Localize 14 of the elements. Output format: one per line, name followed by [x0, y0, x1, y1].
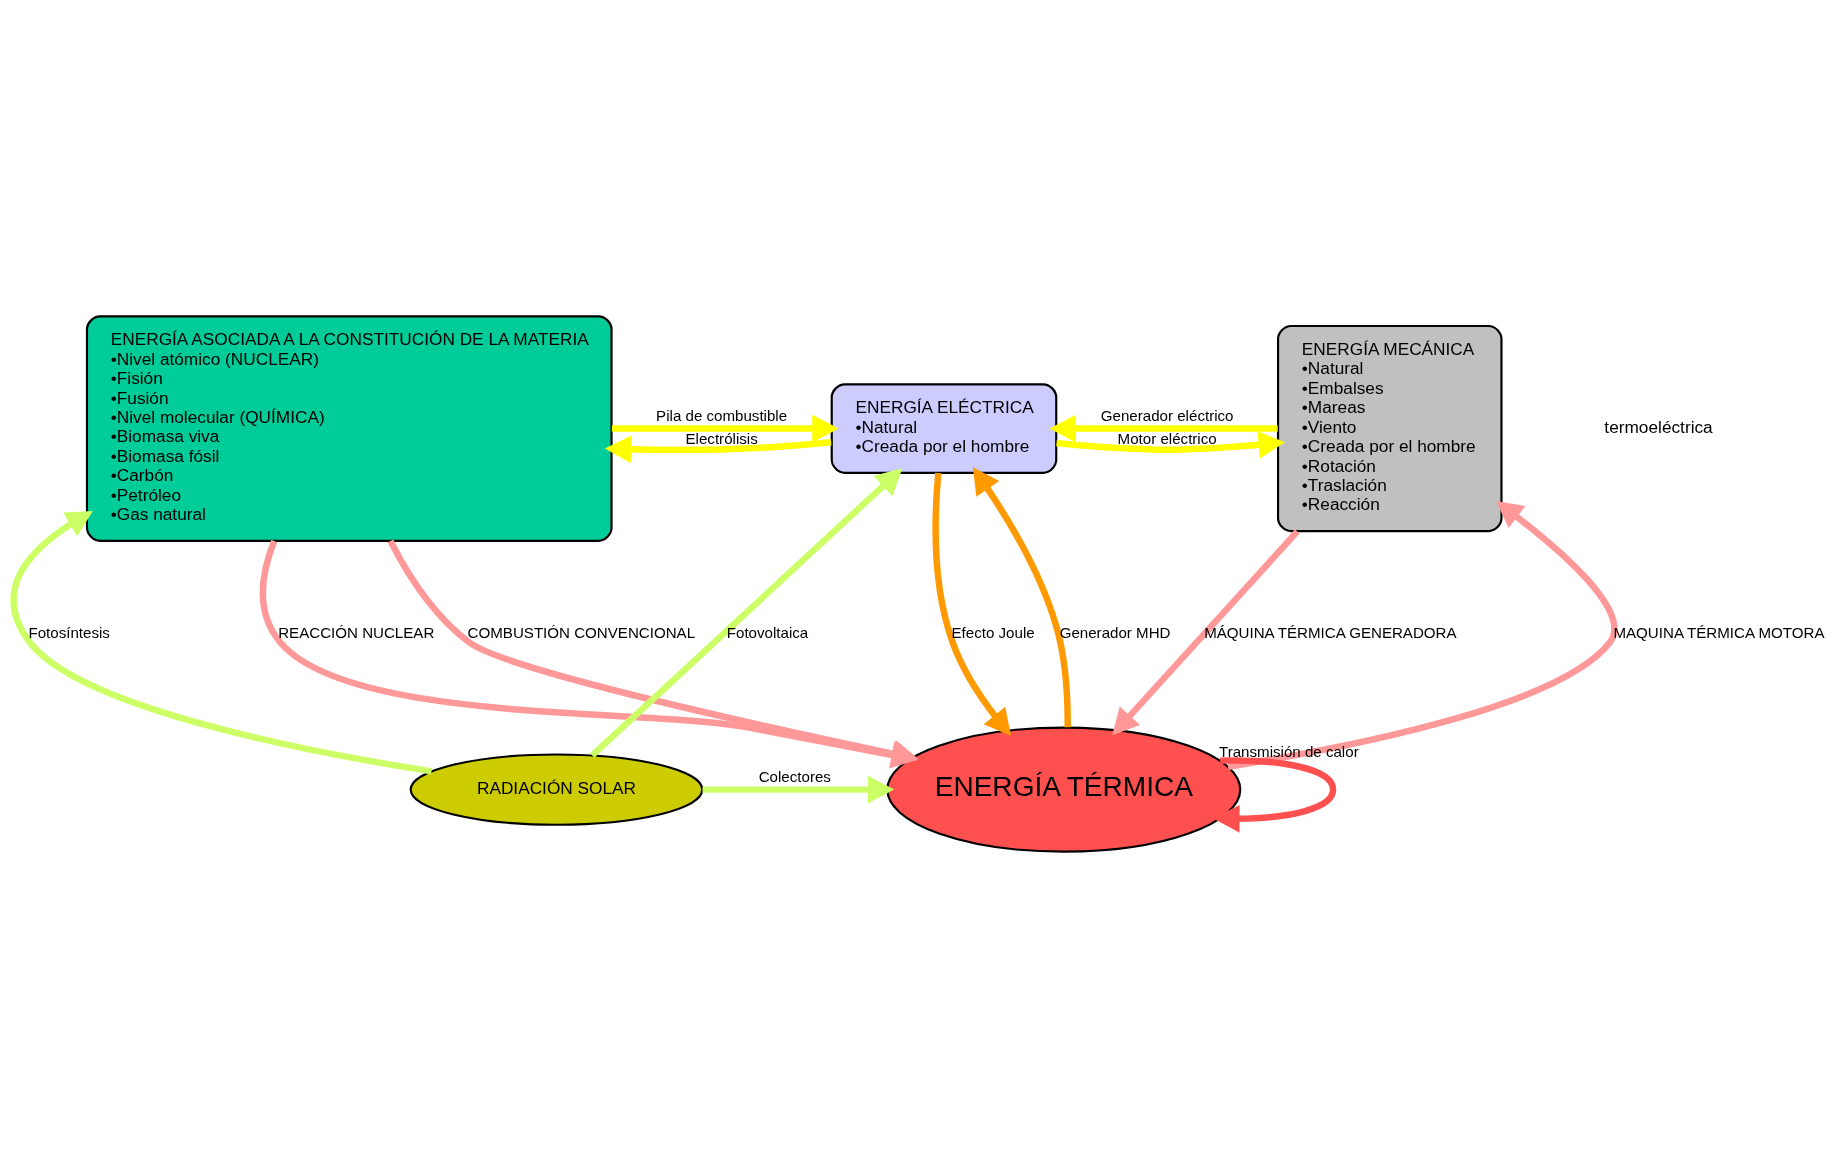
edge-label: MÁQUINA TÉRMICA GENERADORA	[1204, 624, 1457, 642]
edge-label: COMBUSTIÓN CONVENCIONAL	[467, 624, 696, 642]
label: termoeléctrica	[1604, 416, 1713, 437]
edge-label: Motor eléctrico	[1117, 429, 1217, 447]
edge-label: REACCIÓN NUCLEAR	[278, 624, 435, 642]
edge-label: Colectores	[758, 768, 831, 786]
edge-label: Efecto Joule	[951, 624, 1035, 642]
edge-label: Fotovoltaica	[726, 624, 809, 642]
edge-label: Generador MHD	[1059, 624, 1171, 642]
edge-label: Pila de combustible	[656, 407, 788, 425]
edge-label: Generador eléctrico	[1100, 407, 1234, 425]
edge-label: Fotosíntesis	[28, 624, 110, 642]
edge-label: MAQUINA TÉRMICA MOTORA	[1613, 624, 1825, 642]
edge-label: Electrólisis	[685, 429, 758, 447]
